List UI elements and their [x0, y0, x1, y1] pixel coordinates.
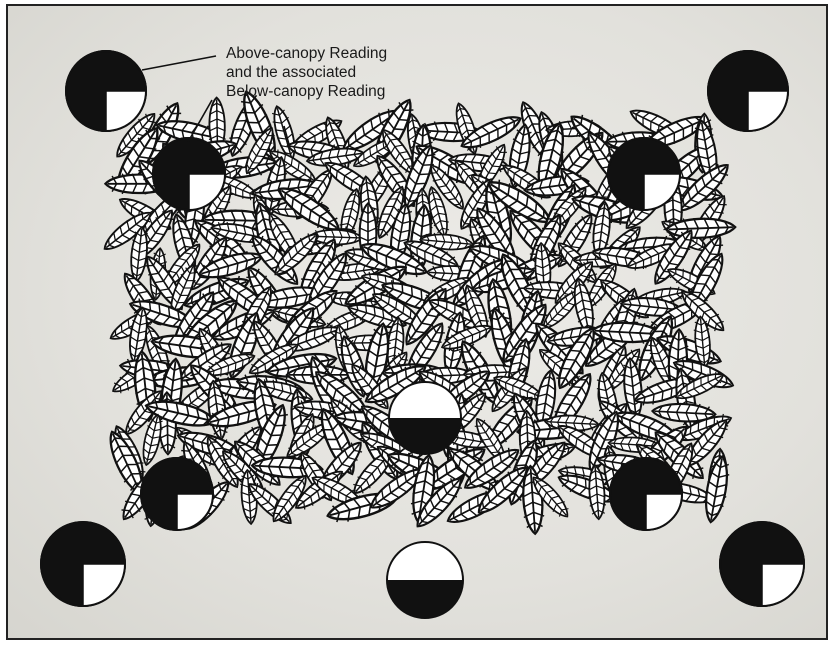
annotation-line-1: Above-canopy Reading	[226, 44, 387, 63]
annotation-line-3: Below-canopy Reading	[226, 82, 387, 101]
leaf-icon	[701, 455, 732, 524]
sensor-reading-icon-center-below	[389, 382, 461, 454]
sensor-reading-icon-top-left-above	[66, 51, 146, 131]
sensor-reading-icon-bottom-left-below	[141, 458, 213, 530]
figure-frame: Above-canopy Reading and the associated …	[6, 4, 828, 640]
sensor-reading-icon-bottom-center-above	[387, 542, 463, 618]
sensor-reading-icon-top-right-below	[608, 138, 680, 210]
sensor-reading-icon-bottom-right-above	[720, 522, 804, 606]
sensor-reading-icon-bottom-left-above	[41, 522, 125, 606]
canopy-diagram	[8, 6, 828, 640]
annotation-line-2: and the associated	[226, 63, 387, 82]
sensor-reading-icon-bottom-right-below	[610, 458, 682, 530]
sensor-reading-icon-top-left-below	[153, 138, 225, 210]
sensor-reading-icon-top-right-above	[708, 51, 788, 131]
annotation-label: Above-canopy Reading and the associated …	[226, 44, 387, 101]
callout-line-above	[142, 56, 216, 70]
